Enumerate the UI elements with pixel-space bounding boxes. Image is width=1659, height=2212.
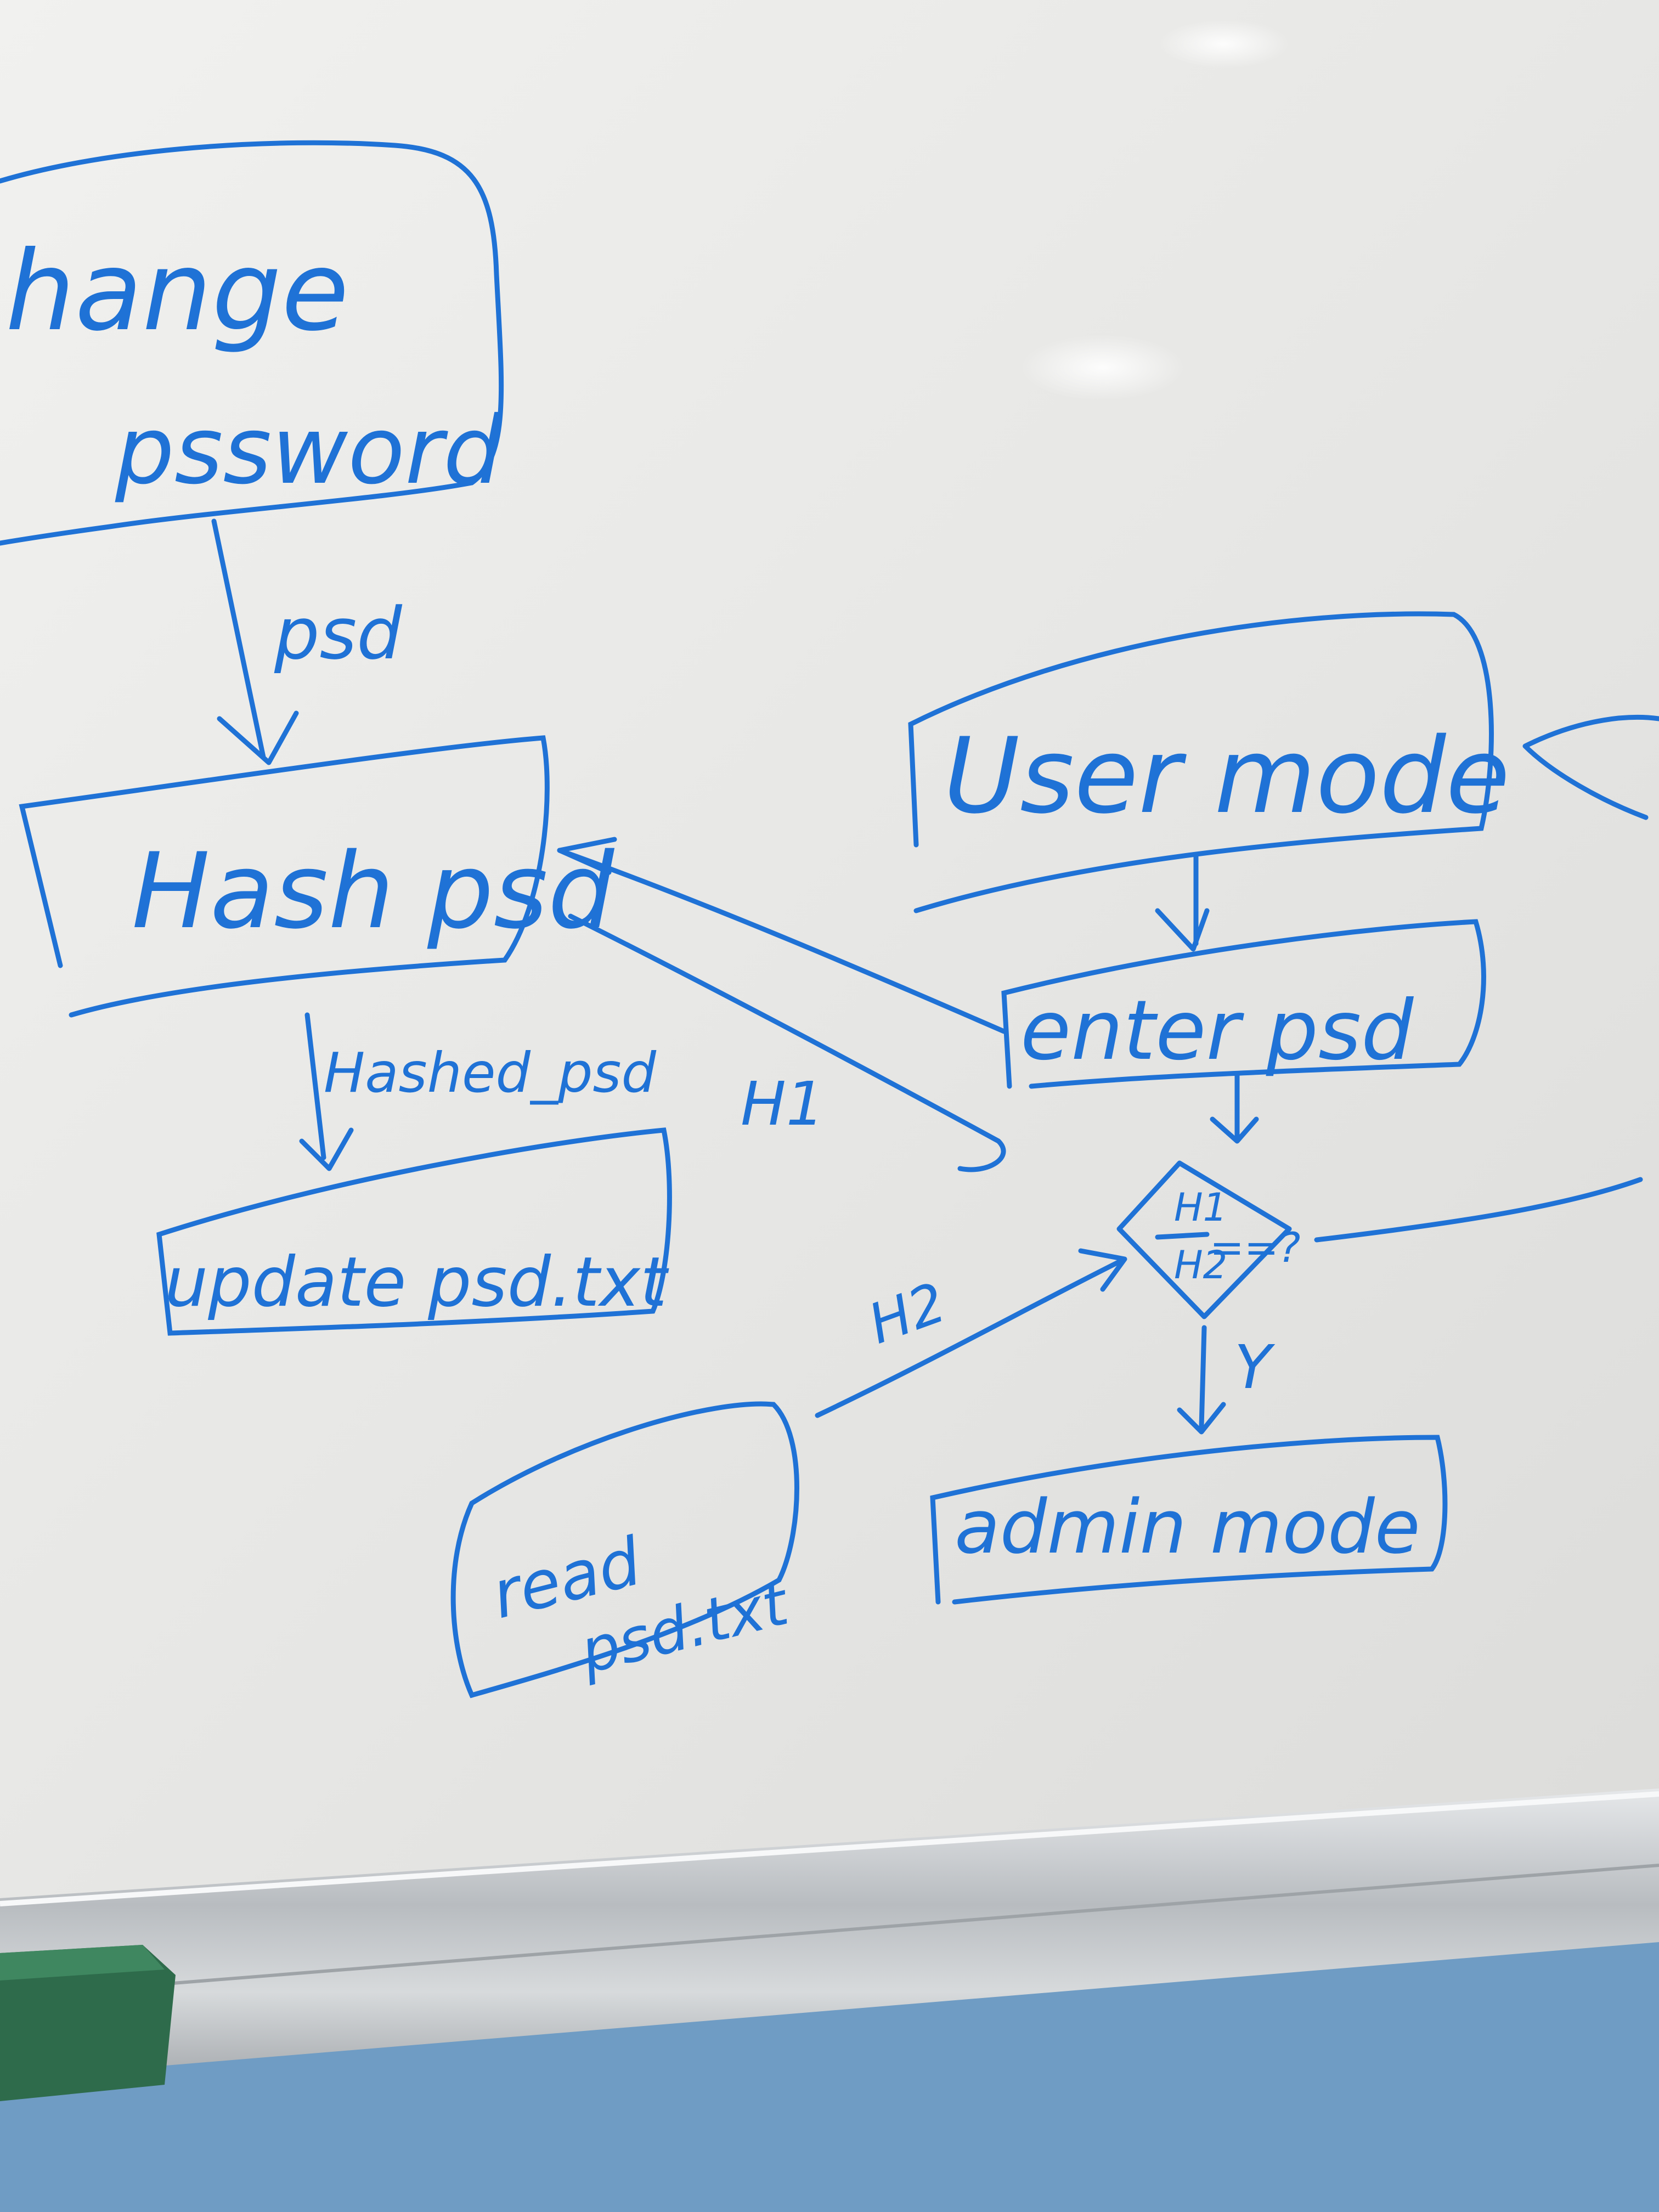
- hash-psd-label: Hash psd: [132, 831, 615, 952]
- change-password-line1: hange: [5, 228, 349, 356]
- edge-read-to-compare: [815, 1259, 1122, 1418]
- light-glare: [1020, 335, 1185, 400]
- diagram-edges: [211, 518, 1659, 1435]
- diagram-node-compare: [1116, 1160, 1292, 1319]
- diagram-node-enter-psd: [1001, 919, 1486, 1089]
- arrowhead: [299, 1127, 354, 1171]
- arrowhead: [1155, 908, 1210, 952]
- edge-label-hashed-psd: Hashed_psd: [324, 1041, 657, 1105]
- diagram-node-update-psd: [156, 1127, 672, 1336]
- light-glare: [1158, 19, 1289, 69]
- eraser: [0, 1945, 176, 2101]
- whiteboard-surface: [0, 0, 1659, 1904]
- diagram-node-change-password: [0, 140, 504, 546]
- edge-enter-to-hash: [557, 848, 1007, 1034]
- edge-label-h1: H1: [741, 1069, 825, 1139]
- edge-label-psd: psd: [274, 592, 403, 675]
- arrowhead: [1210, 1116, 1259, 1144]
- admin-mode-label: admin mode: [955, 1484, 1420, 1570]
- marker-tray: [0, 1788, 1659, 2079]
- edge-change-to-hash: [211, 518, 266, 760]
- arrowhead: [1177, 1402, 1226, 1435]
- compare-h1: H1: [1174, 1185, 1227, 1230]
- compare-h2: H2: [1174, 1243, 1227, 1288]
- user-mode-label: User mode: [944, 715, 1510, 837]
- edge-label-y: Y: [1234, 1332, 1276, 1402]
- edge-right-to-user: [1522, 714, 1659, 820]
- arrowhead: [217, 710, 299, 765]
- change-password-line2: pssword: [115, 397, 503, 505]
- edge-compare-to-right: [1314, 1177, 1643, 1243]
- arrowhead: [557, 837, 617, 875]
- compare-operator: ==?: [1210, 1223, 1301, 1272]
- edge-compare-to-admin: [1199, 1325, 1207, 1429]
- arrowhead: [1078, 1248, 1127, 1292]
- update-psd-label: update psd.txt: [165, 1243, 669, 1322]
- edge-hash-to-compare: [568, 913, 1006, 1172]
- diagram-node-read-psd: [450, 1401, 799, 1699]
- diagram-node-hash-psd: [19, 735, 550, 1018]
- enter-psd-label: enter psd: [1020, 983, 1414, 1079]
- edge-hash-to-update: [304, 1012, 326, 1160]
- diagram-node-user-mode: [908, 611, 1494, 913]
- diagram-node-admin-mode: [930, 1435, 1448, 1605]
